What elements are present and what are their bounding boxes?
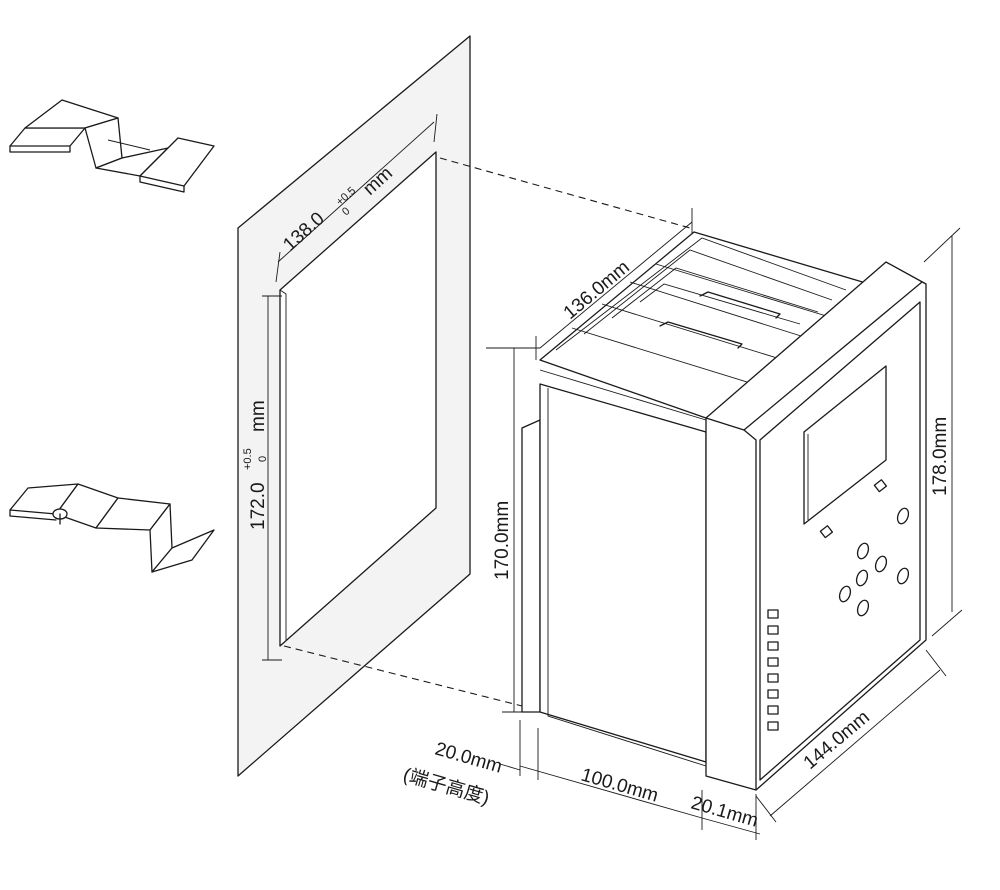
projection-line-top — [439, 157, 691, 229]
body-height-dimension: 170.0mm — [486, 347, 540, 713]
led-6 — [767, 689, 779, 699]
terminal-height-label: 20.0mm — [433, 739, 505, 778]
cutout-height-value: 172.0 — [248, 482, 269, 530]
led-7 — [767, 705, 779, 715]
led-2 — [767, 625, 779, 635]
front-height-dimension: 178.0mm — [923, 227, 963, 637]
key-button-7[interactable] — [896, 567, 911, 585]
led-8 — [767, 721, 779, 731]
key-button-3[interactable] — [855, 569, 870, 587]
keypad — [838, 507, 911, 617]
led-column — [767, 609, 779, 731]
led-5 — [767, 673, 779, 683]
key-button-6[interactable] — [896, 507, 911, 525]
lcd-display — [803, 365, 887, 525]
housing-ribs — [555, 237, 847, 387]
cutout-height-tol-upper: +0.5 — [242, 448, 254, 470]
front-height-label: 178.0mm — [930, 417, 951, 496]
key-button-4[interactable] — [874, 555, 889, 573]
indicator-square-right — [873, 479, 888, 493]
front-depth-label: 20.1mm — [689, 793, 761, 832]
cutout-height-tol-lower: 0 — [257, 456, 269, 462]
housing-side — [539, 383, 707, 763]
terminal-height-dimension: 20.0mm (端子高度) — [401, 739, 521, 809]
key-button-2[interactable] — [838, 585, 853, 603]
relay-device — [521, 231, 927, 791]
mounting-clip-top — [9, 99, 215, 193]
led-4 — [767, 657, 779, 667]
depth-label: 100.0mm — [579, 765, 661, 807]
terminal-block — [521, 419, 541, 713]
led-3 — [767, 641, 779, 651]
cutout-height-unit: mm — [248, 400, 269, 432]
indicator-square-left — [819, 525, 834, 539]
key-button-5[interactable] — [856, 599, 871, 617]
projection-line-bottom — [283, 645, 531, 709]
body-height-label: 170.0mm — [492, 501, 513, 580]
mounting-panel — [237, 35, 471, 777]
led-1 — [767, 609, 779, 619]
mounting-clip-bottom — [9, 483, 215, 573]
key-button-1[interactable] — [856, 542, 871, 560]
cutout-height-dimension: 172.0 +0.5 0 mm — [242, 295, 282, 661]
